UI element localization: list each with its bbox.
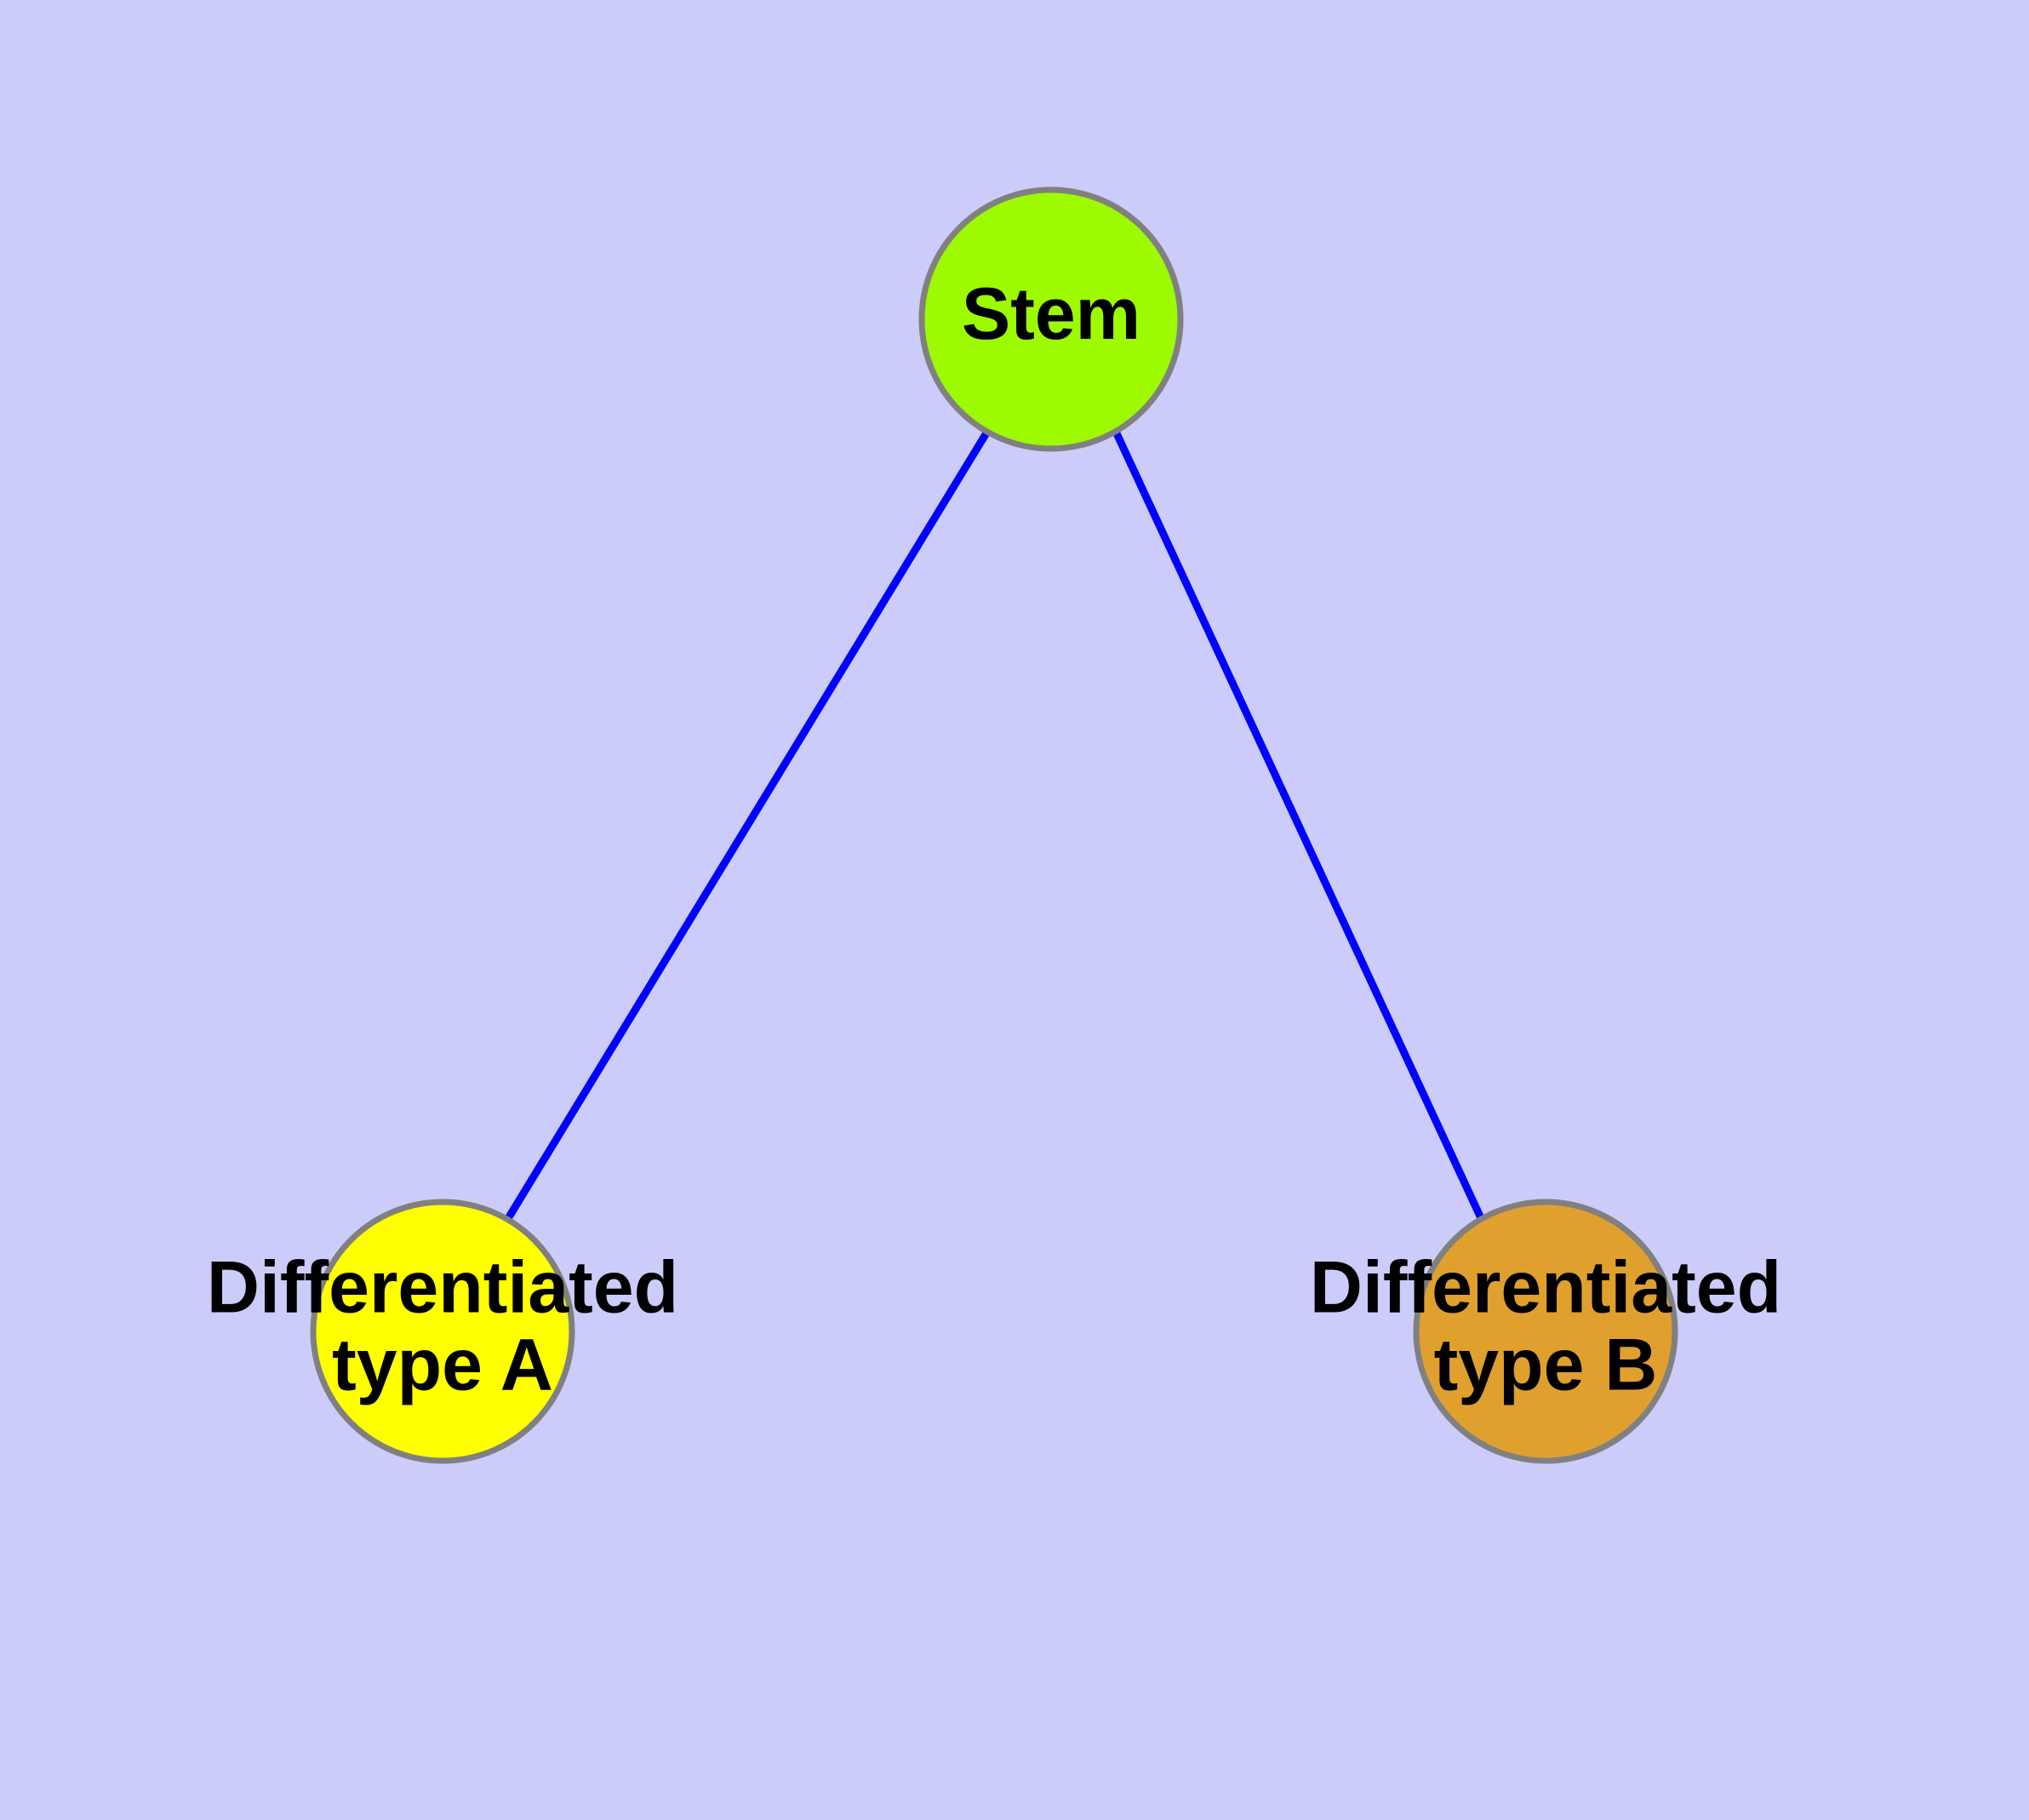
node-label-line: Differentiated [1310, 1246, 1781, 1328]
node-label-line: type A [332, 1324, 553, 1405]
nodes-group [310, 186, 1678, 1464]
node-diff_b[interactable] [1413, 1199, 1678, 1464]
node-label-stem: Stem [962, 273, 1140, 355]
node-label-line: Differentiated [207, 1246, 678, 1328]
edge-stem-to-a[interactable] [504, 429, 991, 1222]
node-stem[interactable] [918, 186, 1184, 452]
node-label-line: Stem [962, 273, 1140, 355]
edges-group [504, 429, 1486, 1222]
edge-stem-to-b[interactable] [1112, 430, 1486, 1222]
node-diff_a[interactable] [310, 1199, 575, 1464]
node-label-line: type B [1434, 1324, 1658, 1405]
